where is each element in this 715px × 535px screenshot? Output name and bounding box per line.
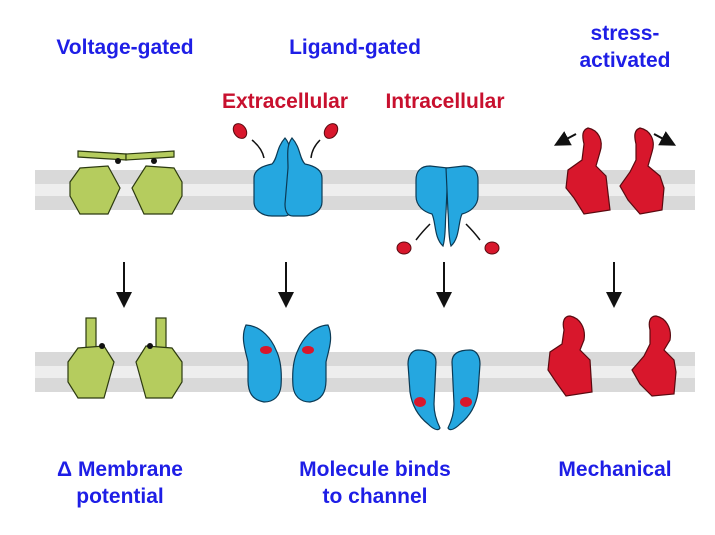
stress-arrow-right: [653, 131, 677, 146]
label-delta-membrane-potential: Δ Membrane potential: [20, 456, 220, 510]
label-extracellular: Extracellular: [221, 90, 349, 113]
bound-intra-right: [460, 397, 472, 407]
voltage-channel-closed: [69, 150, 183, 215]
intra-dot-left: [396, 241, 412, 255]
membrane-bottom: [35, 352, 695, 392]
ligand-dot-right: [323, 123, 339, 139]
label-stress-activated-line2: activated: [579, 49, 671, 72]
voltage-subunit-right: [131, 165, 183, 215]
ligand-open-right: [292, 324, 332, 403]
voltage-open-right: [135, 345, 183, 399]
label-delta-membrane-line2: potential: [76, 485, 164, 508]
label-molecule-binds-line1: Molecule binds: [299, 458, 451, 481]
ligand-intracellular-open: [407, 349, 481, 431]
stress-subunit-left: [565, 127, 611, 215]
stress-open-left: [547, 315, 593, 397]
stress-channel-open: [547, 315, 677, 397]
voltage-open-left: [67, 345, 115, 399]
label-mechanical: Mechanical: [558, 458, 672, 481]
intra-subunit-left: [415, 165, 449, 248]
ligand-intracellular-closed: [415, 165, 479, 248]
stress-channel-closed: [565, 127, 665, 215]
intra-subunit-right: [445, 165, 479, 248]
bound-intra-left: [414, 397, 426, 407]
label-molecule-binds: Molecule binds to channel: [270, 456, 480, 510]
voltage-sensor-left: [85, 317, 97, 349]
label-stress-activated-line1: stress-: [590, 22, 660, 45]
intra-open-left: [407, 349, 441, 431]
ligand-subunit-right: [284, 137, 323, 217]
label-intracellular: Intracellular: [385, 90, 505, 113]
label-ligand-gated: Ligand-gated: [289, 36, 421, 59]
stress-open-right: [631, 315, 677, 397]
intra-open-right: [447, 349, 481, 431]
stress-subunit-right: [619, 127, 665, 215]
intra-dot-right: [484, 241, 500, 255]
ligand-extracellular-open: [242, 324, 332, 403]
voltage-subunit-left: [69, 165, 121, 215]
label-molecule-binds-line2: to channel: [322, 485, 428, 508]
label-delta-membrane-line1: Δ Membrane: [57, 458, 183, 481]
voltage-gate-bar-right: [125, 150, 175, 161]
label-voltage-gated: Voltage-gated: [56, 36, 194, 59]
stress-arrow-left: [553, 131, 577, 146]
ligand-dot-left: [232, 123, 248, 139]
bound-ligand-right: [302, 346, 314, 354]
bound-ligand-left: [260, 346, 272, 354]
voltage-channel-open: [67, 317, 183, 399]
voltage-sensor-right: [155, 317, 167, 349]
ligand-open-left: [242, 324, 282, 403]
ligand-extracellular-closed: [253, 137, 323, 217]
label-stress-activated: stress- activated: [555, 20, 695, 74]
